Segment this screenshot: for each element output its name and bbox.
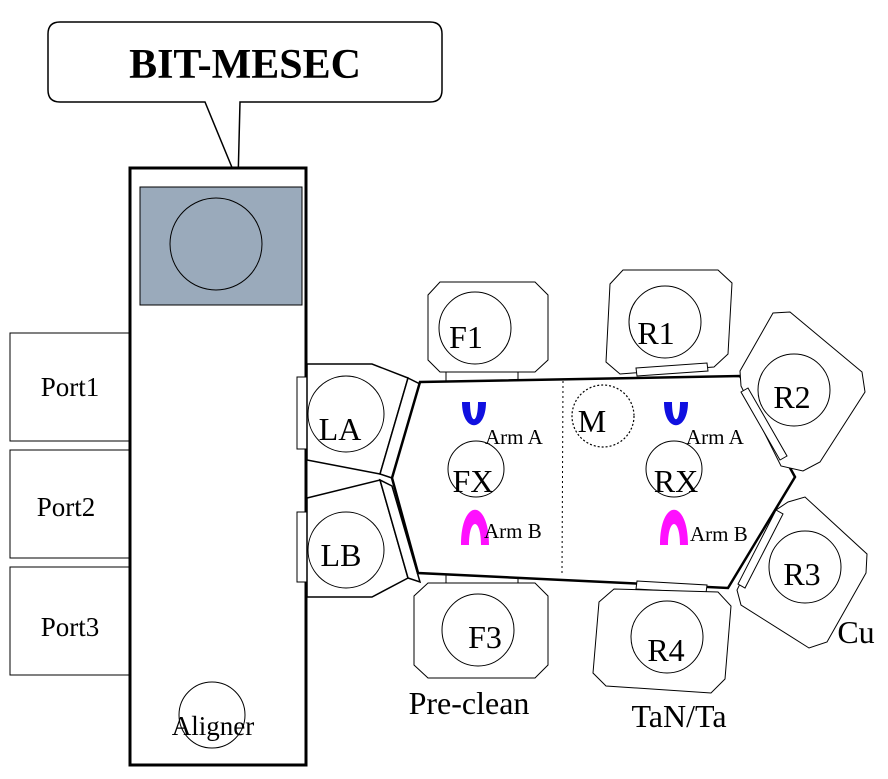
cu-label: Cu xyxy=(837,614,874,650)
tan-ta-label: TaN/Ta xyxy=(631,698,726,734)
middle-buffer-label: M xyxy=(578,403,606,439)
top-module-wafer xyxy=(169,197,263,291)
top-module xyxy=(139,186,303,306)
chamber-r2-label: R2 xyxy=(773,379,810,415)
front-arm-a-label: Arm A xyxy=(485,425,544,449)
chamber-r1-label: R1 xyxy=(637,315,674,351)
loadlock-a[interactable]: LA xyxy=(296,363,421,479)
port-2[interactable]: Port2 xyxy=(9,449,133,559)
port-3[interactable]: Port3 xyxy=(9,566,133,676)
aligner-label: Aligner xyxy=(172,711,254,741)
front-arm-b-label: Arm B xyxy=(484,519,542,543)
loadlock-a-label: LA xyxy=(319,411,362,447)
rear-transfer-label: RX xyxy=(654,463,698,499)
chamber-r1[interactable]: R1 xyxy=(605,269,733,377)
transfer-divider xyxy=(561,380,564,574)
rear-arm-a-label: Arm A xyxy=(686,425,745,449)
chamber-f1[interactable]: F1 xyxy=(427,281,549,383)
preclean-label: Pre-clean xyxy=(409,685,530,721)
loadlock-b[interactable]: LB xyxy=(296,478,422,598)
port-2-label: Port2 xyxy=(37,492,96,522)
port-1-label: Port1 xyxy=(41,372,100,402)
chamber-r4-label: R4 xyxy=(647,632,684,668)
rear-arm-b-label: Arm B xyxy=(690,522,748,546)
chamber-r3-label: R3 xyxy=(783,556,820,592)
rear-arm-a-icon xyxy=(664,402,688,426)
chamber-f3-label: F3 xyxy=(468,619,502,655)
port-1[interactable]: Port1 xyxy=(9,332,133,442)
port-3-label: Port3 xyxy=(41,612,100,642)
aligner-circle[interactable] xyxy=(178,681,246,749)
middle-buffer[interactable] xyxy=(571,384,635,448)
chamber-f1-label: F1 xyxy=(449,319,483,355)
chamber-r2[interactable]: R2 xyxy=(739,311,866,472)
chamber-f3[interactable]: F3 xyxy=(413,572,549,679)
front-arm-a-icon xyxy=(462,402,486,426)
front-transfer-label: FX xyxy=(453,463,494,499)
rear-arm-b-icon xyxy=(660,509,688,545)
front-transfer-robot[interactable]: Arm A FX Arm B xyxy=(447,402,544,545)
loadlock-b-label: LB xyxy=(321,537,362,573)
rear-transfer-robot[interactable]: Arm A RX Arm B xyxy=(645,402,748,546)
chamber-r3[interactable]: R3 xyxy=(736,496,868,649)
callout-bubble xyxy=(47,21,443,183)
title-text: BIT-MESEC xyxy=(129,42,361,88)
front-arm-b-icon xyxy=(461,509,489,545)
chamber-r4[interactable]: R4 xyxy=(592,580,732,694)
